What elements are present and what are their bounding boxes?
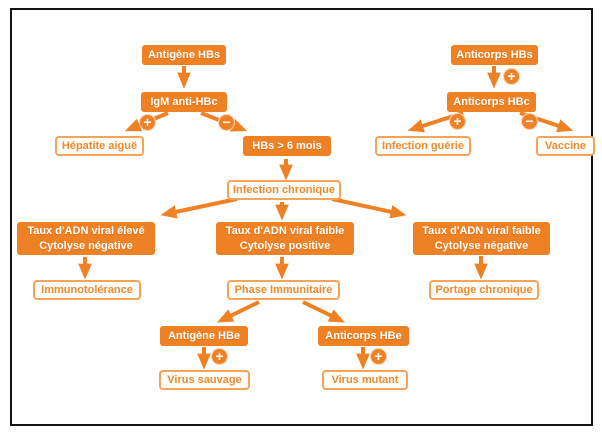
arrow xyxy=(160,197,238,219)
arrow xyxy=(302,300,346,323)
node-label: Anticorps HBe xyxy=(325,330,402,342)
node-label: Hépatite aiguë xyxy=(61,140,138,152)
node-label: Anticorps HBs xyxy=(456,49,533,61)
node-label-line2: Cytolyse négative xyxy=(434,239,529,252)
node-anticorps-hbs: Anticorps HBs xyxy=(451,45,538,65)
node-label-line2: Cytolyse positive xyxy=(239,239,331,252)
node-label: Antigène HBe xyxy=(167,330,241,342)
node-label: IgM anti-HBc xyxy=(150,96,218,108)
node-label: Infection chronique xyxy=(232,184,336,196)
node-label: Immunotolérance xyxy=(41,284,133,296)
plus-sign-icon: + xyxy=(370,348,387,365)
plus-sign-icon: + xyxy=(211,348,228,365)
plus-sign-icon: + xyxy=(449,113,466,130)
plus-sign-icon: + xyxy=(139,114,156,131)
node-portage-chronique: Portage chronique xyxy=(429,280,539,300)
node-label: Infection guérie xyxy=(382,140,464,152)
node-hepatite-aigue: Hépatite aiguë xyxy=(55,136,144,156)
node-hbs-6-mois: HBs > 6 mois xyxy=(243,136,331,156)
node-taux-adn-faible-cytolyse-negative: Taux d'ADN viral faible Cytolyse négativ… xyxy=(413,222,550,255)
node-igm-anti-hbc: IgM anti-HBc xyxy=(141,92,227,112)
node-label: Anticorps HBc xyxy=(453,96,530,108)
node-anticorps-hbe: Anticorps HBe xyxy=(318,326,409,346)
node-phase-immunitaire: Phase Immunitaire xyxy=(227,280,340,300)
arrow xyxy=(216,300,260,323)
node-virus-sauvage: Virus sauvage xyxy=(159,370,250,390)
node-taux-adn-eleve-cytolyse-negative: Taux d'ADN viral élevé Cytolyse négative xyxy=(17,222,155,255)
node-label: Phase Immunitaire xyxy=(234,284,333,296)
node-immunotolerance: Immunotolérance xyxy=(33,280,141,300)
node-label: Antigène HBs xyxy=(147,49,221,61)
node-infection-chronique: Infection chronique xyxy=(227,180,341,200)
plus-sign-icon: + xyxy=(503,68,520,85)
node-label: Taux d'ADN viral faible xyxy=(225,225,345,237)
node-virus-mutant: Virus mutant xyxy=(322,370,408,390)
minus-sign-icon: − xyxy=(218,114,235,131)
node-label: Taux d'ADN viral faible xyxy=(422,225,541,237)
node-label: HBs > 6 mois xyxy=(252,140,322,152)
node-label: Vaccine xyxy=(545,140,586,152)
node-vaccine: Vaccine xyxy=(536,136,595,156)
node-infection-guerie: Infection guérie xyxy=(375,136,471,156)
node-label: Virus sauvage xyxy=(167,374,242,386)
node-label: Taux d'ADN viral élevé xyxy=(27,225,145,237)
node-taux-adn-faible-cytolyse-positive: Taux d'ADN viral faible Cytolyse positiv… xyxy=(216,222,354,255)
node-anticorps-hbc: Anticorps HBc xyxy=(447,92,536,112)
arrow xyxy=(331,197,407,219)
minus-sign-icon: − xyxy=(521,113,538,130)
node-antigene-hbe: Antigène HBe xyxy=(160,326,248,346)
node-antigene-hbs: Antigène HBs xyxy=(142,45,226,65)
node-label-line2: Cytolyse négative xyxy=(39,239,133,252)
node-label: Virus mutant xyxy=(331,374,399,386)
node-label: Portage chronique xyxy=(435,284,533,296)
